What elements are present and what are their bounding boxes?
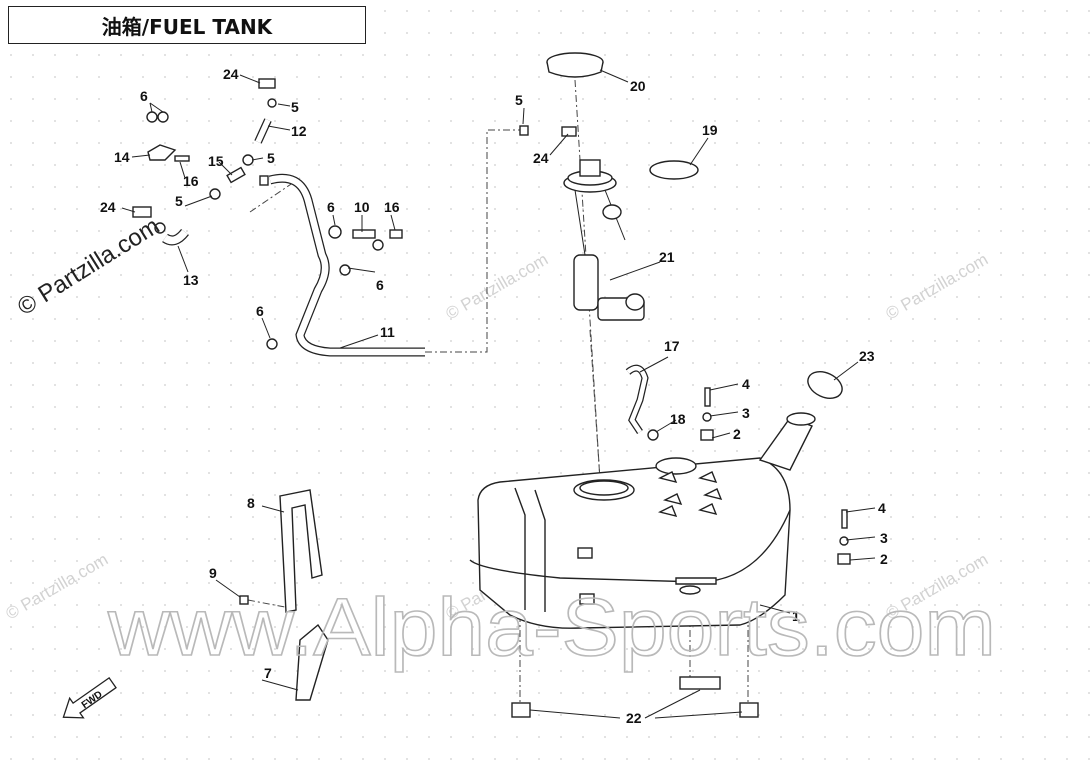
callout-16: 16	[183, 173, 199, 189]
callout-3: 3	[880, 530, 888, 546]
side-watermark: © Partzilla.com	[13, 212, 164, 321]
watermark-tile: © Partzilla.com	[883, 250, 992, 324]
title-box: 油箱/FUEL TANK	[8, 6, 366, 44]
callout-22: 22	[626, 710, 642, 726]
callout-18: 18	[670, 411, 686, 427]
callout-4: 4	[878, 500, 886, 516]
gasket-part	[649, 160, 699, 180]
callout-21: 21	[659, 249, 675, 265]
callout-17: 17	[664, 338, 680, 354]
callout-8: 8	[247, 495, 255, 511]
callout-24: 24	[223, 66, 239, 82]
callout-5: 5	[515, 92, 523, 108]
fuel-pump-part	[563, 159, 645, 321]
callout-6: 6	[376, 277, 384, 293]
callout-24: 24	[100, 199, 116, 215]
callout-16: 16	[384, 199, 400, 215]
callout-1: 1	[792, 608, 800, 624]
callout-9: 9	[209, 565, 217, 581]
callout-labels: 1 2 2 3 3 4 4 5 5 5 5 6 6 6 6 7 8 9 10 1…	[100, 66, 888, 726]
fuel-tank-part	[469, 412, 816, 629]
filler-cap-part	[807, 371, 843, 399]
tank-cap-part	[546, 52, 604, 78]
fuel-hose-part	[268, 173, 425, 357]
callout-13: 13	[183, 272, 199, 288]
callout-6: 6	[256, 303, 264, 319]
watermark-tile: © Partzilla.com	[443, 250, 552, 324]
callout-7: 7	[264, 665, 272, 681]
callout-12: 12	[291, 123, 307, 139]
callout-15: 15	[208, 153, 224, 169]
callout-19: 19	[702, 122, 718, 138]
callout-11: 11	[380, 324, 395, 340]
callout-23: 23	[859, 348, 875, 364]
small-hoses	[162, 118, 272, 246]
callout-5: 5	[175, 193, 183, 209]
callout-14: 14	[114, 149, 130, 165]
callout-20: 20	[630, 78, 646, 94]
small-fittings	[132, 78, 851, 718]
callout-2: 2	[880, 551, 888, 567]
main-watermark: www.Alpha-Sports.com	[107, 582, 996, 673]
callout-2: 2	[733, 426, 741, 442]
callout-4: 4	[742, 376, 750, 392]
callout-5: 5	[267, 150, 275, 166]
leader-lines	[121, 69, 876, 719]
fwd-arrow-icon: FWD	[62, 676, 117, 719]
callout-24: 24	[533, 150, 549, 166]
callout-6: 6	[327, 199, 335, 215]
watermark-tile: © Partzilla.com	[3, 550, 112, 624]
vent-hose-part	[625, 364, 649, 434]
callout-5: 5	[291, 99, 299, 115]
callout-6: 6	[140, 88, 148, 104]
callout-3: 3	[742, 405, 750, 421]
callout-10: 10	[354, 199, 370, 215]
page-title: 油箱/FUEL TANK	[101, 14, 273, 39]
